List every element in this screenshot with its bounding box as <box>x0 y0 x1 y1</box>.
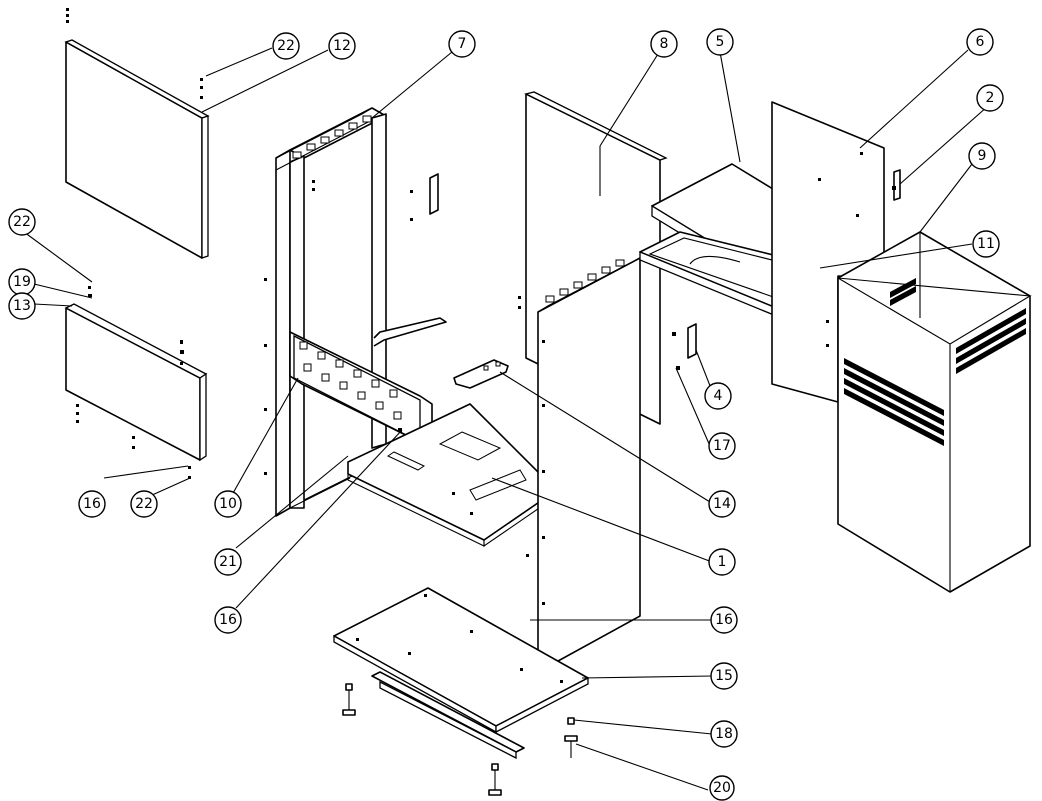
vents-side <box>956 308 1026 374</box>
callout-20: 20 <box>709 775 735 801</box>
callout-13: 13 <box>8 292 36 320</box>
svg-text:19: 19 <box>13 274 31 290</box>
side-panel-lower <box>64 286 208 479</box>
callout-15: 15 <box>710 662 738 690</box>
svg-text:6: 6 <box>976 34 985 50</box>
callout-14: 14 <box>708 490 736 518</box>
svg-text:5: 5 <box>716 34 725 50</box>
callout-19: 19 <box>8 268 36 296</box>
bracket-mid <box>672 323 697 370</box>
svg-text:22: 22 <box>13 214 31 230</box>
svg-text:11: 11 <box>977 236 995 252</box>
svg-text:10: 10 <box>219 496 237 512</box>
left-frame <box>264 107 387 517</box>
svg-text:2: 2 <box>986 90 995 106</box>
callout-12: 12 <box>328 32 356 60</box>
hinge <box>453 359 509 389</box>
right-enclosure <box>837 231 1032 593</box>
back-panel <box>771 101 885 403</box>
vents-front <box>844 358 944 446</box>
callout-22: 22 <box>272 32 300 60</box>
callout-8: 8 <box>650 30 678 58</box>
svg-text:12: 12 <box>333 38 351 54</box>
leveling-foot <box>342 683 578 796</box>
svg-text:8: 8 <box>660 36 669 52</box>
svg-text:9: 9 <box>978 148 987 164</box>
svg-text:18: 18 <box>715 726 733 742</box>
svg-text:22: 22 <box>135 496 153 512</box>
callout-22-left: 22 <box>8 208 36 236</box>
bracket-small <box>410 173 439 221</box>
svg-text:16: 16 <box>83 496 101 512</box>
side-panel-upper <box>64 8 210 259</box>
callout-18: 18 <box>710 720 738 748</box>
bracket-right <box>892 169 901 201</box>
cross-brace <box>289 331 433 449</box>
callout-22-bottom: 22 <box>130 490 158 518</box>
svg-text:22: 22 <box>277 38 295 54</box>
callout-16-mid: 16 <box>214 606 242 634</box>
base-plate <box>333 587 589 734</box>
svg-text:16: 16 <box>219 612 237 628</box>
callout-17: 17 <box>708 432 736 460</box>
callout-16-right: 16 <box>710 606 738 634</box>
callout-11: 11 <box>972 230 1000 258</box>
callout-9: 9 <box>968 142 996 170</box>
callout-10: 10 <box>214 490 242 518</box>
svg-text:20: 20 <box>713 780 731 796</box>
center-front-panel <box>526 255 645 673</box>
svg-text:7: 7 <box>458 36 467 52</box>
leader-lines <box>23 47 989 791</box>
base-rail <box>371 671 525 760</box>
svg-text:21: 21 <box>219 554 237 570</box>
z-bracket <box>373 317 447 347</box>
svg-text:14: 14 <box>713 496 731 512</box>
callout-5: 5 <box>706 28 734 56</box>
svg-text:17: 17 <box>713 438 731 454</box>
callout-4: 4 <box>704 382 732 410</box>
svg-text:4: 4 <box>714 388 723 404</box>
callout-1: 1 <box>708 548 736 576</box>
shelf-tray <box>347 403 549 548</box>
svg-text:1: 1 <box>718 554 727 570</box>
callout-16-left: 16 <box>78 490 106 518</box>
callout-7: 7 <box>448 30 476 58</box>
callout-2: 2 <box>976 84 1004 112</box>
callout-6: 6 <box>966 28 994 56</box>
svg-text:13: 13 <box>13 298 31 314</box>
vents-top <box>890 278 916 306</box>
callout-21: 21 <box>214 548 242 576</box>
svg-text:15: 15 <box>715 668 733 684</box>
svg-text:16: 16 <box>715 612 733 628</box>
